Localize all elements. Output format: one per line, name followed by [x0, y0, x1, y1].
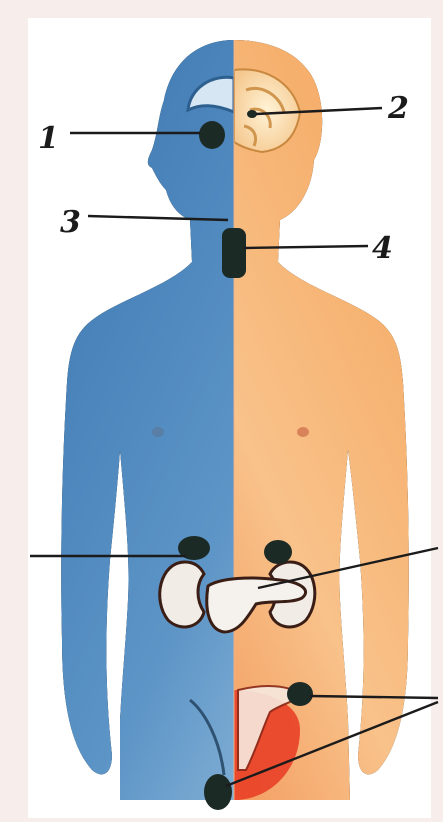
callout-1: 1	[38, 121, 59, 156]
callout-4: 4	[372, 231, 393, 266]
gland-pituitary	[199, 121, 225, 149]
gland-adrenal-right	[264, 540, 292, 564]
gland-thyroid	[222, 228, 246, 278]
gland-ovary	[287, 682, 313, 706]
callout-3: 3	[60, 205, 81, 240]
gland-pineal	[247, 110, 257, 118]
gland-testis	[204, 774, 232, 810]
callout-2: 2	[387, 91, 409, 126]
